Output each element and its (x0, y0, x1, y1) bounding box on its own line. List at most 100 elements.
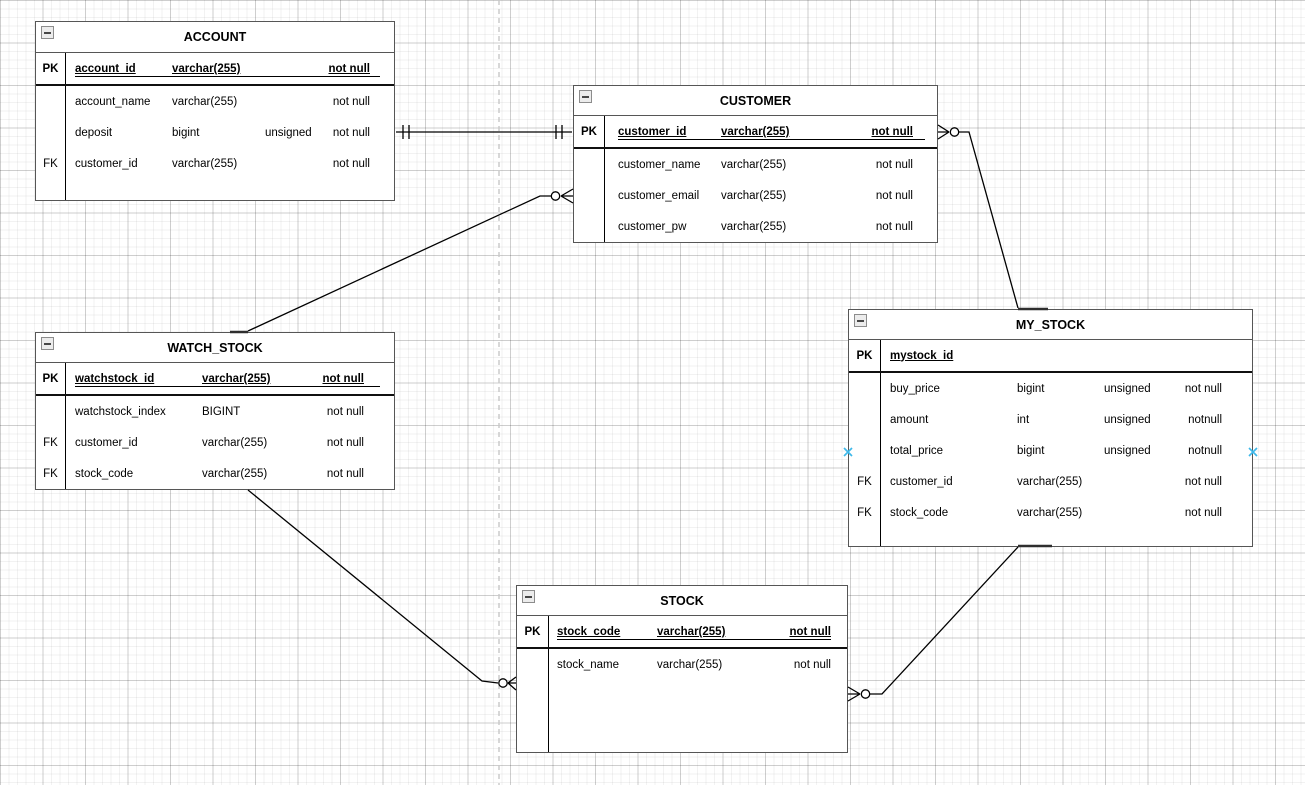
column-type: varchar(255) (721, 125, 790, 138)
column-nullability: not null (322, 372, 364, 385)
column-type: bigint (172, 126, 200, 139)
column-type: varchar(255) (172, 95, 238, 108)
collapse-icon[interactable] (522, 590, 535, 603)
column-name: customer_pw (618, 220, 687, 233)
table-title: WATCH_STOCK (167, 340, 263, 355)
key-cell: PK (517, 616, 549, 647)
collapse-icon[interactable] (579, 90, 592, 103)
column-name: amount (890, 413, 929, 426)
key-cell: FK (36, 427, 66, 458)
column-type: bigint (1017, 444, 1045, 457)
relationship-customer-mystock[interactable] (937, 124, 1048, 311)
relationship-customer-watchstock[interactable] (230, 188, 574, 334)
column-nullability: not null (1184, 475, 1222, 488)
column-type: varchar(255) (172, 62, 241, 75)
column-attribute: unsigned (1104, 413, 1151, 426)
collapse-icon[interactable] (41, 337, 54, 350)
table-header[interactable]: CUSTOMER (574, 86, 937, 116)
column-type: varchar(255) (202, 467, 268, 480)
column-type: varchar(255) (202, 372, 271, 385)
table-header[interactable]: ACCOUNT (36, 22, 394, 53)
column-type: varchar(255) (1017, 506, 1083, 519)
column-nullability: not null (326, 405, 364, 418)
collapse-icon[interactable] (854, 314, 867, 327)
relationship-watchstock-stock[interactable] (247, 489, 517, 691)
table-header[interactable]: WATCH_STOCK (36, 333, 394, 363)
column-type: bigint (1017, 382, 1045, 395)
table-header[interactable]: MY_STOCK (849, 310, 1252, 340)
column-nullability: notnull (1188, 413, 1222, 426)
relationship-account-customer[interactable] (396, 125, 572, 139)
column-nullability: not null (326, 436, 364, 449)
column-name: total_price (890, 444, 944, 457)
column-nullability: not null (1184, 506, 1222, 519)
column-nullability: not null (332, 126, 370, 139)
key-cell (36, 396, 66, 427)
column-nullability: not null (332, 157, 370, 170)
empty-row-space (36, 179, 394, 200)
column-nullability: notnull (1188, 444, 1222, 457)
column-name: mystock_id (890, 349, 954, 362)
key-cell: FK (36, 148, 66, 179)
pk-underline (618, 139, 925, 140)
table-title: STOCK (660, 593, 704, 608)
key-cell (574, 211, 605, 242)
collapse-icon[interactable] (41, 26, 54, 39)
key-cell (36, 86, 66, 117)
column-name: account_name (75, 95, 151, 108)
column-nullability: not null (1184, 382, 1222, 395)
key-cell: FK (849, 466, 881, 497)
empty-row-space (517, 680, 847, 752)
column-nullability: not null (875, 158, 913, 171)
column-type: varchar(255) (1017, 475, 1083, 488)
key-cell: PK (36, 363, 66, 394)
column-type: varchar(255) (721, 158, 787, 171)
relationship-stock-mystock[interactable] (847, 544, 1052, 702)
key-cell: PK (574, 116, 605, 147)
column-nullability: not null (793, 658, 831, 671)
pk-underline (75, 76, 380, 77)
column-attribute: unsigned (265, 126, 312, 139)
column-name: stock_code (890, 506, 949, 519)
table-title: MY_STOCK (1015, 317, 1086, 332)
column-type: varchar(255) (721, 189, 787, 202)
table-header[interactable]: STOCK (517, 586, 847, 616)
column-name: stock_name (557, 658, 620, 671)
column-type: varchar(255) (172, 157, 238, 170)
column-type: BIGINT (202, 405, 241, 418)
key-cell (849, 373, 881, 404)
column-nullability: not null (875, 189, 913, 202)
key-cell (36, 117, 66, 148)
key-cell (574, 180, 605, 211)
table-title: ACCOUNT (183, 30, 247, 44)
